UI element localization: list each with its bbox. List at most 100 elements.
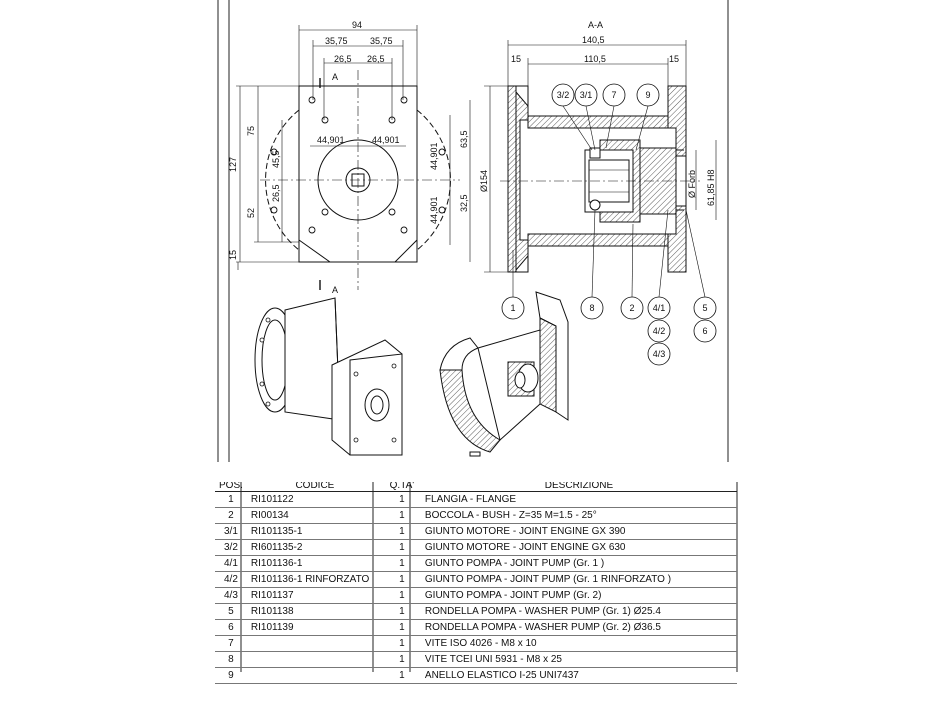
front-view — [236, 25, 471, 290]
dim-15-right: 15 — [669, 54, 679, 64]
balloon-3-1: 3/1 — [580, 90, 593, 100]
dim-44-901-right: 44,901 — [372, 135, 400, 145]
part-balloons — [501, 83, 717, 366]
dim-61-85: 61,85 H8 — [706, 169, 716, 206]
dim-35-75-right: 35,75 — [370, 36, 393, 46]
dim-15-left: 15 — [511, 54, 521, 64]
cell-qty: 1 — [399, 606, 405, 617]
cell-qty: 1 — [399, 622, 405, 633]
balloon-labels: 3/2 3/1 7 9 1 8 2 4/1 5 4/2 6 4/3 — [510, 90, 707, 359]
table-row: 6 RI101139 1 RONDELLA POMPA - WASHER PUMP (… — [215, 620, 737, 636]
cell-pos: 7 — [228, 638, 234, 649]
dim-140-5: 140,5 — [582, 35, 605, 45]
balloon-4-3: 4/3 — [653, 349, 666, 359]
isometric-view-left — [254, 297, 403, 456]
cell-description: ANELLO ELASTICO I-25 UNI7437 — [424, 670, 579, 681]
cell-qty: 1 — [399, 670, 405, 681]
dim-52: 52 — [246, 208, 256, 218]
header-description: DESCRIZIONE — [420, 482, 737, 492]
cell-code: RI101135-1 — [250, 526, 303, 537]
dim-44-901-left: 44,901 — [317, 135, 345, 145]
dim-dia-154: Ø154 — [479, 170, 489, 192]
dim-shaft-bore: Ø Forb — [687, 170, 697, 198]
front-dimensions: 94 35,75 35,75 26,5 26,5 44,901 44,901 A… — [228, 20, 489, 295]
balloon-3-2: 3/2 — [557, 90, 570, 100]
cell-code: RI101138 — [250, 606, 294, 617]
table-row: 9 1 ANELLO ELASTICO I-25 UNI7437 — [215, 668, 737, 684]
header-code: CODICE — [246, 482, 383, 492]
balloon-6: 6 — [702, 326, 707, 336]
dim-75: 75 — [246, 126, 256, 136]
balloon-8: 8 — [589, 303, 594, 313]
cell-code: RI101139 — [250, 622, 294, 633]
cell-pos: 3/2 — [224, 542, 238, 553]
cell-description: RONDELLA POMPA - WASHER PUMP (Gr. 2) Ø36… — [424, 622, 661, 633]
section-label: A-A — [588, 20, 603, 30]
cell-pos: 6 — [228, 622, 234, 633]
balloon-4-1: 4/1 — [653, 303, 666, 313]
dim-110-5: 110,5 — [584, 54, 606, 64]
table-row: 5 RI101138 1 RONDELLA POMPA - WASHER PUMP (… — [215, 604, 737, 620]
cell-code: RI101136-1 RINFORZATO — [250, 574, 370, 585]
balloon-5: 5 — [702, 303, 707, 313]
cell-pos: 3/1 — [224, 526, 238, 537]
dim-44-901-upper: 44,901 — [429, 142, 439, 170]
dim-26-5-right: 26,5 — [367, 54, 385, 64]
cell-code: RI601135-2 — [250, 542, 303, 553]
dim-94: 94 — [352, 20, 362, 30]
balloon-4-2: 4/2 — [653, 326, 666, 336]
cell-description: VITE TCEI UNI 5931 - M8 x 25 — [424, 654, 562, 665]
cell-code — [247, 668, 383, 684]
balloon-7: 7 — [611, 90, 616, 100]
balloon-1: 1 — [510, 303, 515, 313]
cell-qty: 1 — [399, 494, 405, 505]
cell-qty: 1 — [399, 574, 405, 585]
cell-code: RI101137 — [250, 590, 294, 601]
cell-qty: 1 — [399, 510, 405, 521]
header-qty: Q.TA' — [382, 482, 421, 492]
dim-44-901-lower: 44,901 — [429, 196, 439, 224]
cell-description: GIUNTO POMPA - JOINT PUMP (Gr. 1 ) — [424, 558, 605, 569]
cell-code: RI101136-1 — [250, 558, 303, 569]
cell-pos: 4/3 — [224, 590, 238, 601]
cell-pos: 2 — [228, 510, 234, 521]
dim-45-5: 45,5 — [271, 150, 281, 168]
cell-description: RONDELLA POMPA - WASHER PUMP (Gr. 1) Ø25… — [424, 606, 661, 617]
section-marker-bottom: A — [332, 285, 338, 295]
cell-pos: 8 — [228, 654, 234, 665]
cell-pos: 9 — [228, 670, 234, 681]
cell-qty: 1 — [399, 638, 405, 649]
dim-32-5: 32,5 — [459, 194, 469, 212]
table-row: 3/1 RI101135-1 1 GIUNTO MOTORE - JOINT ENGI… — [215, 524, 737, 540]
cell-description: GIUNTO MOTORE - JOINT ENGINE GX 390 — [424, 526, 626, 537]
dim-26-5-vertical: 26,5 — [271, 184, 281, 202]
cell-code: RI101122 — [250, 494, 294, 505]
section-dimensions: A-A 140,5 110,5 15 15 61,85 H8 Ø Forb — [511, 20, 716, 206]
table-row: 3/2 RI601135-2 1 GIUNTO MOTORE - JOINT ENGI… — [215, 540, 737, 556]
cell-description: GIUNTO POMPA - JOINT PUMP (Gr. 2) — [424, 590, 602, 601]
dim-63-5: 63,5 — [459, 130, 469, 148]
dim-26-5-left: 26,5 — [334, 54, 352, 64]
cell-qty: 1 — [399, 542, 405, 553]
cell-pos: 4/1 — [224, 558, 238, 569]
cell-description: GIUNTO POMPA - JOINT PUMP (Gr. 1 RINFORZ… — [424, 574, 672, 585]
cell-description: FLANGIA - FLANGE — [424, 494, 517, 505]
table-header-row: POS. CODICE Q.TA' DESCRIZIONE — [215, 482, 737, 492]
cell-description: GIUNTO MOTORE - JOINT ENGINE GX 630 — [424, 542, 626, 553]
cell-qty: 1 — [399, 526, 405, 537]
cell-description: BOCCOLA - BUSH - Z=35 M=1.5 - 25° — [424, 510, 597, 521]
section-view — [484, 40, 717, 273]
parts-list-table: POS. CODICE Q.TA' DESCRIZIONE 1 RI101122 1… — [215, 482, 737, 684]
cell-pos: 5 — [228, 606, 234, 617]
cell-code — [247, 652, 383, 668]
dim-15-front: 15 — [228, 250, 238, 260]
balloon-2: 2 — [629, 303, 634, 313]
dim-127: 127 — [228, 157, 238, 172]
dim-35-75-left: 35,75 — [325, 36, 348, 46]
